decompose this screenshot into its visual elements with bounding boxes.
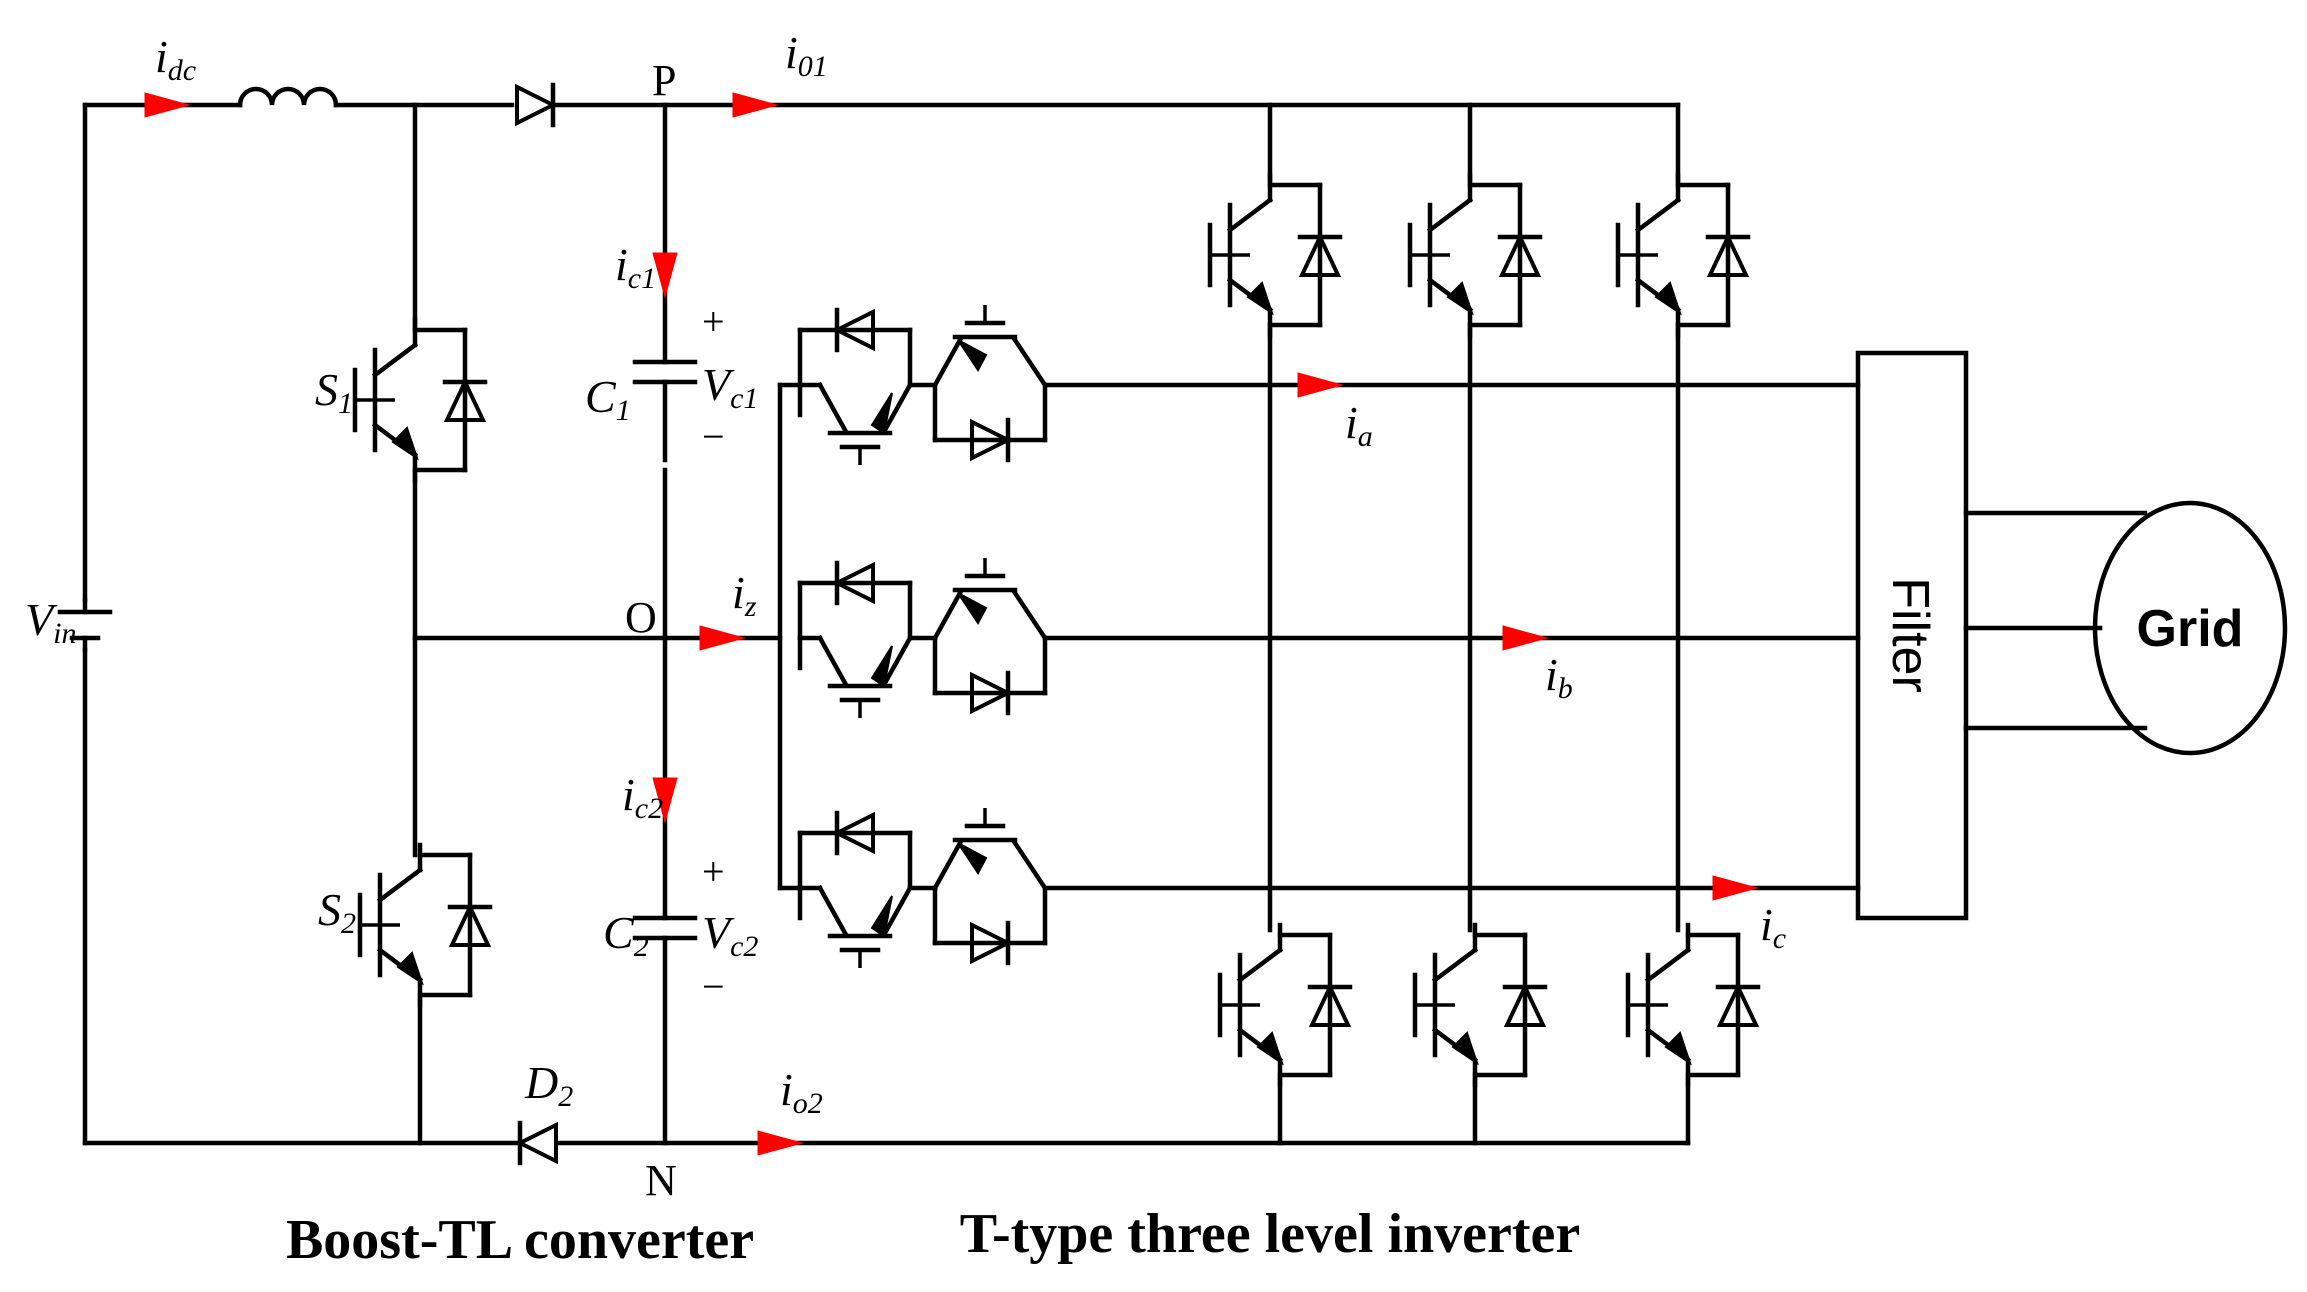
label-vc2: Vc2 (702, 907, 758, 963)
label-ib: ib (1545, 649, 1573, 705)
node-o: O (625, 593, 657, 642)
arrow-idc (144, 92, 190, 118)
current-arrows (144, 92, 1758, 1156)
diode-d1 (517, 85, 553, 125)
lower-switch-b (1415, 925, 1545, 1085)
t-type-inverter (777, 102, 1861, 1146)
label-ia: ia (1345, 397, 1373, 453)
dc-source-vin (57, 597, 113, 653)
label-iz: iz (732, 567, 757, 623)
arrow-ia (1297, 372, 1343, 398)
label-ic: ic (1760, 899, 1786, 955)
arrow-iz (699, 625, 745, 651)
grid-block: Grid (2092, 500, 2288, 756)
grid-label: Grid (2137, 600, 2244, 658)
upper-switch-a (1210, 175, 1340, 335)
label-c2: C2 (603, 907, 649, 963)
arrow-io1 (732, 92, 778, 118)
diode-d2 (520, 1123, 556, 1163)
node-p: P (652, 56, 676, 105)
vc1-minus: − (702, 414, 725, 459)
inductor (237, 86, 339, 108)
arrow-ib (1502, 625, 1548, 651)
label-io2: io2 (780, 1064, 823, 1120)
label-s1: S1 (315, 364, 353, 420)
bidirectional-switch-b (800, 558, 1045, 718)
bidirectional-switch-c (800, 808, 1045, 968)
caption-boost-tl-converter: Boost-TL converter (286, 1209, 754, 1271)
caption-t-type-inverter: T-type three level inverter (960, 1203, 1580, 1265)
labels: idc i01 P ic1 + C1 Vc1 − S1 S2 Vin O iz … (25, 27, 1786, 1205)
label-c1: C1 (585, 371, 631, 427)
capacitor-c1 (632, 359, 698, 385)
label-vc1: Vc1 (702, 359, 758, 415)
label-ic1: ic1 (615, 239, 656, 295)
vc2-minus: − (702, 964, 725, 1009)
vc2-plus: + (702, 849, 725, 894)
filter-block: Filter (1855, 350, 1969, 921)
label-s2: S2 (318, 884, 356, 940)
filter-label: Filter (1881, 577, 1939, 693)
lower-switch-a (1220, 925, 1350, 1085)
switch-s1 (355, 320, 485, 480)
boost-tl-converter (57, 85, 1691, 1163)
arrow-ic1 (652, 252, 678, 298)
arrow-ic (1712, 875, 1758, 901)
label-io1: i01 (785, 27, 828, 83)
vc1-plus: + (702, 299, 725, 344)
node-n: N (645, 1156, 677, 1205)
switch-s2 (360, 845, 490, 1005)
upper-switch-b (1410, 175, 1540, 335)
bidirectional-switch-a (800, 305, 1045, 465)
lower-switch-c (1628, 925, 1758, 1085)
upper-switch-c (1618, 175, 1748, 335)
label-ic2: ic2 (622, 769, 663, 825)
label-idc: idc (155, 31, 196, 87)
label-vin: Vin (25, 594, 76, 650)
label-d2: D2 (524, 1057, 573, 1113)
arrow-io2 (757, 1130, 803, 1156)
